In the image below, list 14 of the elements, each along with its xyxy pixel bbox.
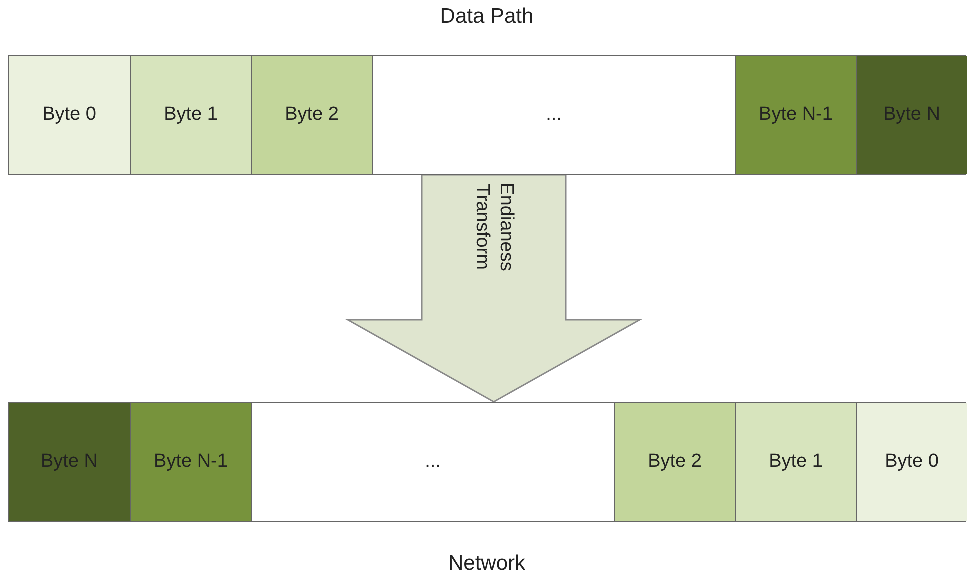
row-heading: Data Path	[439, 5, 535, 29]
byte-cell: Byte N-1	[736, 56, 857, 174]
byte-cell: Byte 1	[131, 56, 252, 174]
byte-cell: Byte 2	[252, 56, 373, 174]
byte-cell: Byte 0	[9, 56, 131, 174]
byte-cell: Byte 1	[736, 403, 857, 521]
byte-cell: Byte N-1	[131, 403, 252, 521]
edge-label: Endianess Transform	[471, 182, 518, 274]
row-heading: Network	[447, 552, 527, 576]
byte-cell: Byte 2	[615, 403, 736, 521]
byte-cell: Byte N	[9, 403, 131, 521]
block-arrow	[345, 174, 643, 403]
byte-cell: Byte N	[857, 56, 967, 174]
byte-cell: Byte 0	[857, 403, 967, 521]
